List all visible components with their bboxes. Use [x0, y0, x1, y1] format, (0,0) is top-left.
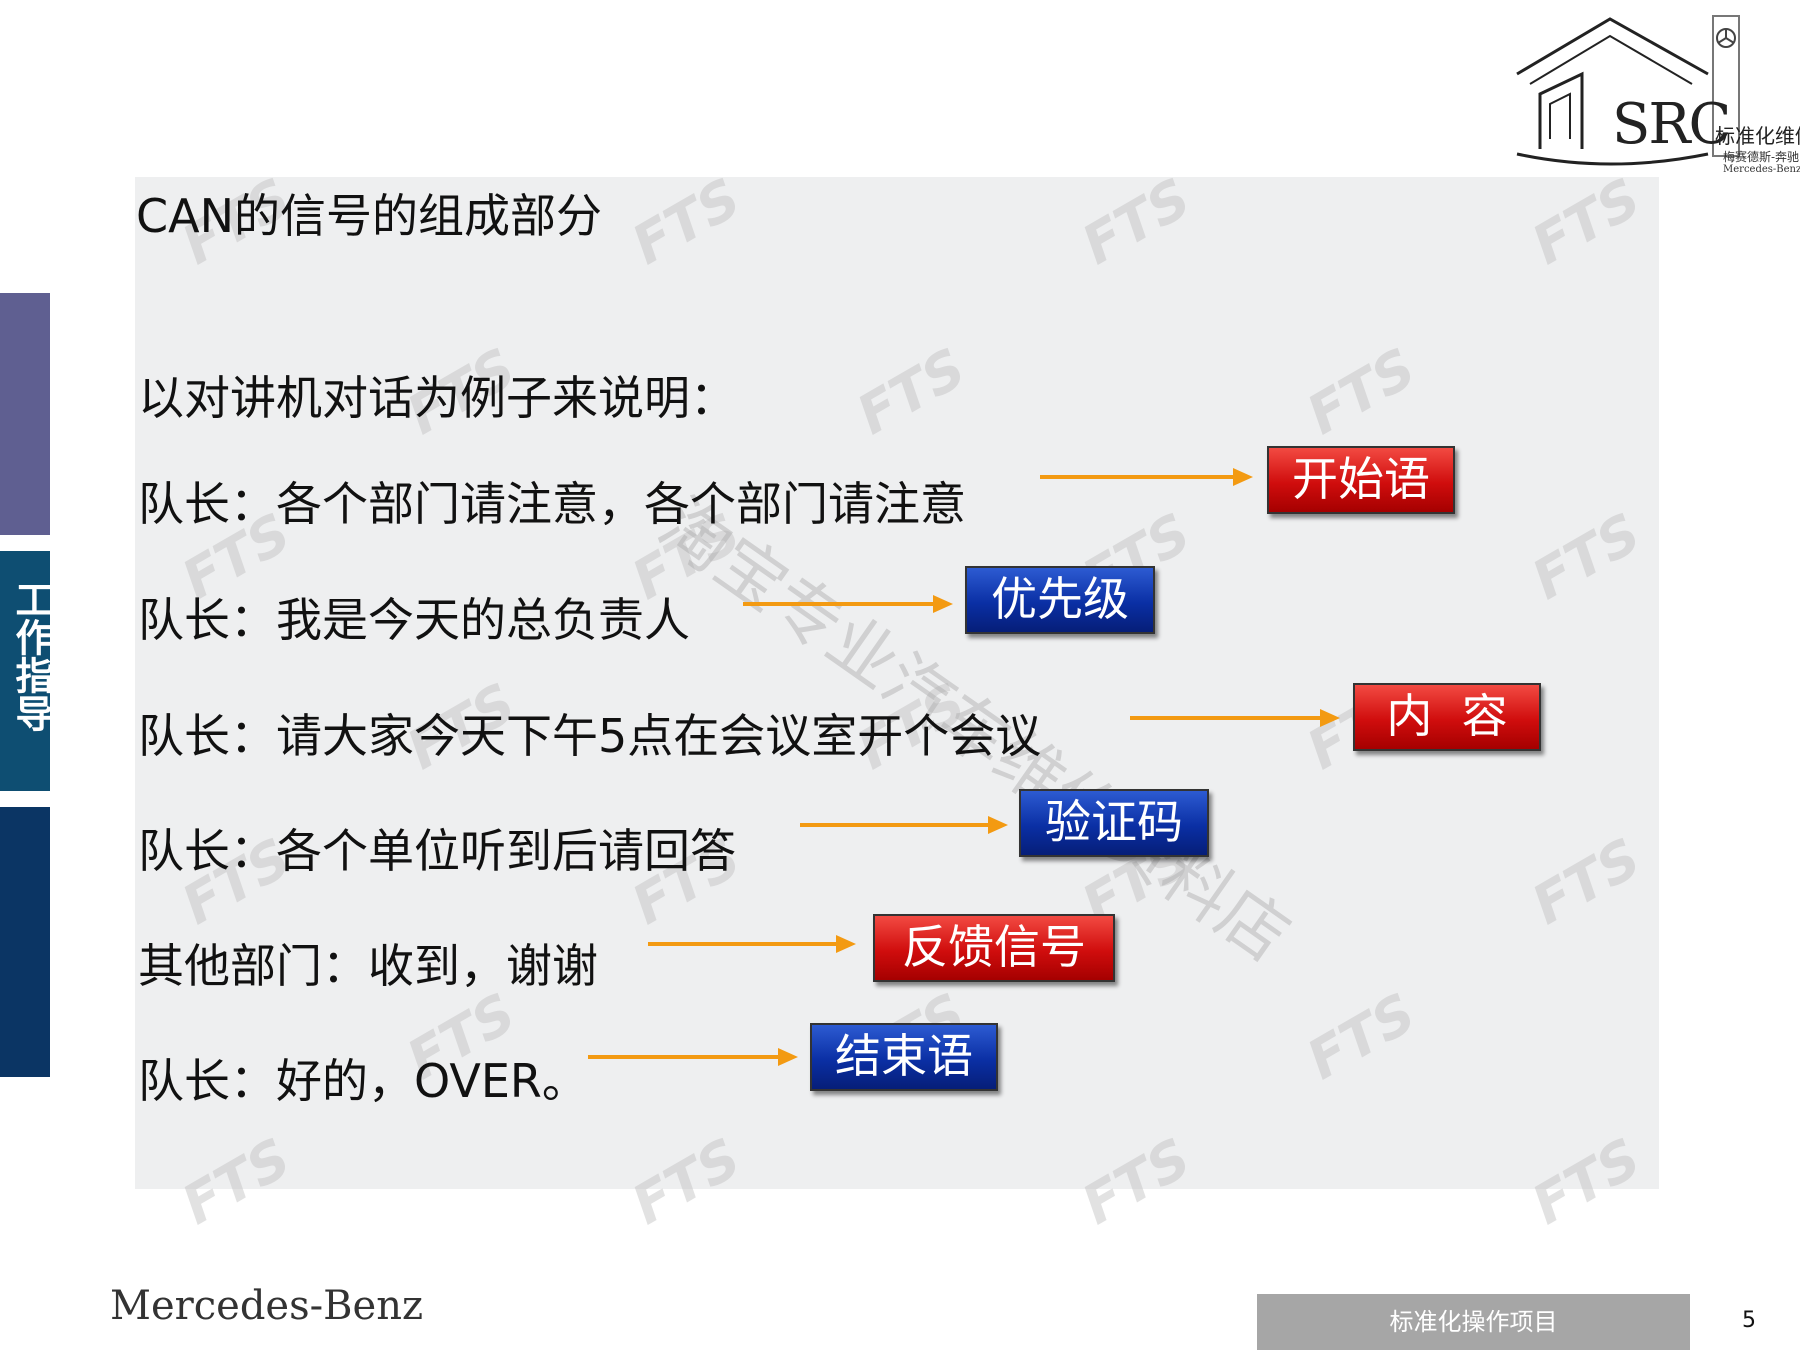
intro-text: 以对讲机对话为例子来说明：: [138, 371, 736, 425]
tag-end: 结束语: [810, 1023, 998, 1091]
logo-subtitle-cn: 梅赛德斯-奔驰: [1723, 150, 1800, 164]
dialogue-line-1: 队长：各个部门请注意，各个部门请注意: [138, 477, 966, 531]
dialogue-line-4: 队长：各个单位听到后请回答: [138, 824, 736, 878]
arrow-right-icon: [743, 595, 953, 613]
tag-content: 内 容: [1353, 683, 1541, 751]
sidebar-block-middle: [0, 551, 50, 791]
tag-priority: 优先级: [965, 566, 1155, 634]
page-number: 5: [1742, 1308, 1756, 1333]
arrow-right-icon: [1130, 709, 1340, 727]
slide-title: CAN的信号的组成部分: [136, 189, 602, 243]
logo-name: 标准化维修: [1715, 124, 1800, 148]
sidebar-block-bottom: [0, 807, 50, 1077]
dialogue-line-2: 队长：我是今天的总负责人: [138, 593, 690, 647]
arrow-right-icon: [648, 935, 856, 953]
sidebar-block-top: [0, 293, 50, 535]
dialogue-line-3: 队长：请大家今天下午5点在会议室开个会议: [138, 709, 1042, 763]
arrow-right-icon: [800, 816, 1008, 834]
tag-start: 开始语: [1267, 446, 1455, 514]
src-logo-icon: [1516, 15, 1740, 166]
tag-feedback: 反馈信号: [873, 914, 1115, 982]
logo-mark: SRC: [1612, 92, 1731, 157]
dialogue-line-6: 队长：好的，OVER。: [138, 1054, 588, 1108]
logo-subtitle-en: Mercedes-Benz: [1723, 164, 1800, 175]
arrow-right-icon: [588, 1048, 798, 1066]
tag-checksum: 验证码: [1019, 789, 1209, 857]
dialogue-line-5: 其他部门：收到，谢谢: [138, 939, 598, 993]
footer-section-label: 标准化操作项目: [1257, 1294, 1690, 1350]
sidebar-label: 工作指导: [9, 580, 53, 732]
mercedes-benz-brand: Mercedes-Benz: [110, 1283, 424, 1329]
arrow-right-icon: [1040, 468, 1253, 486]
